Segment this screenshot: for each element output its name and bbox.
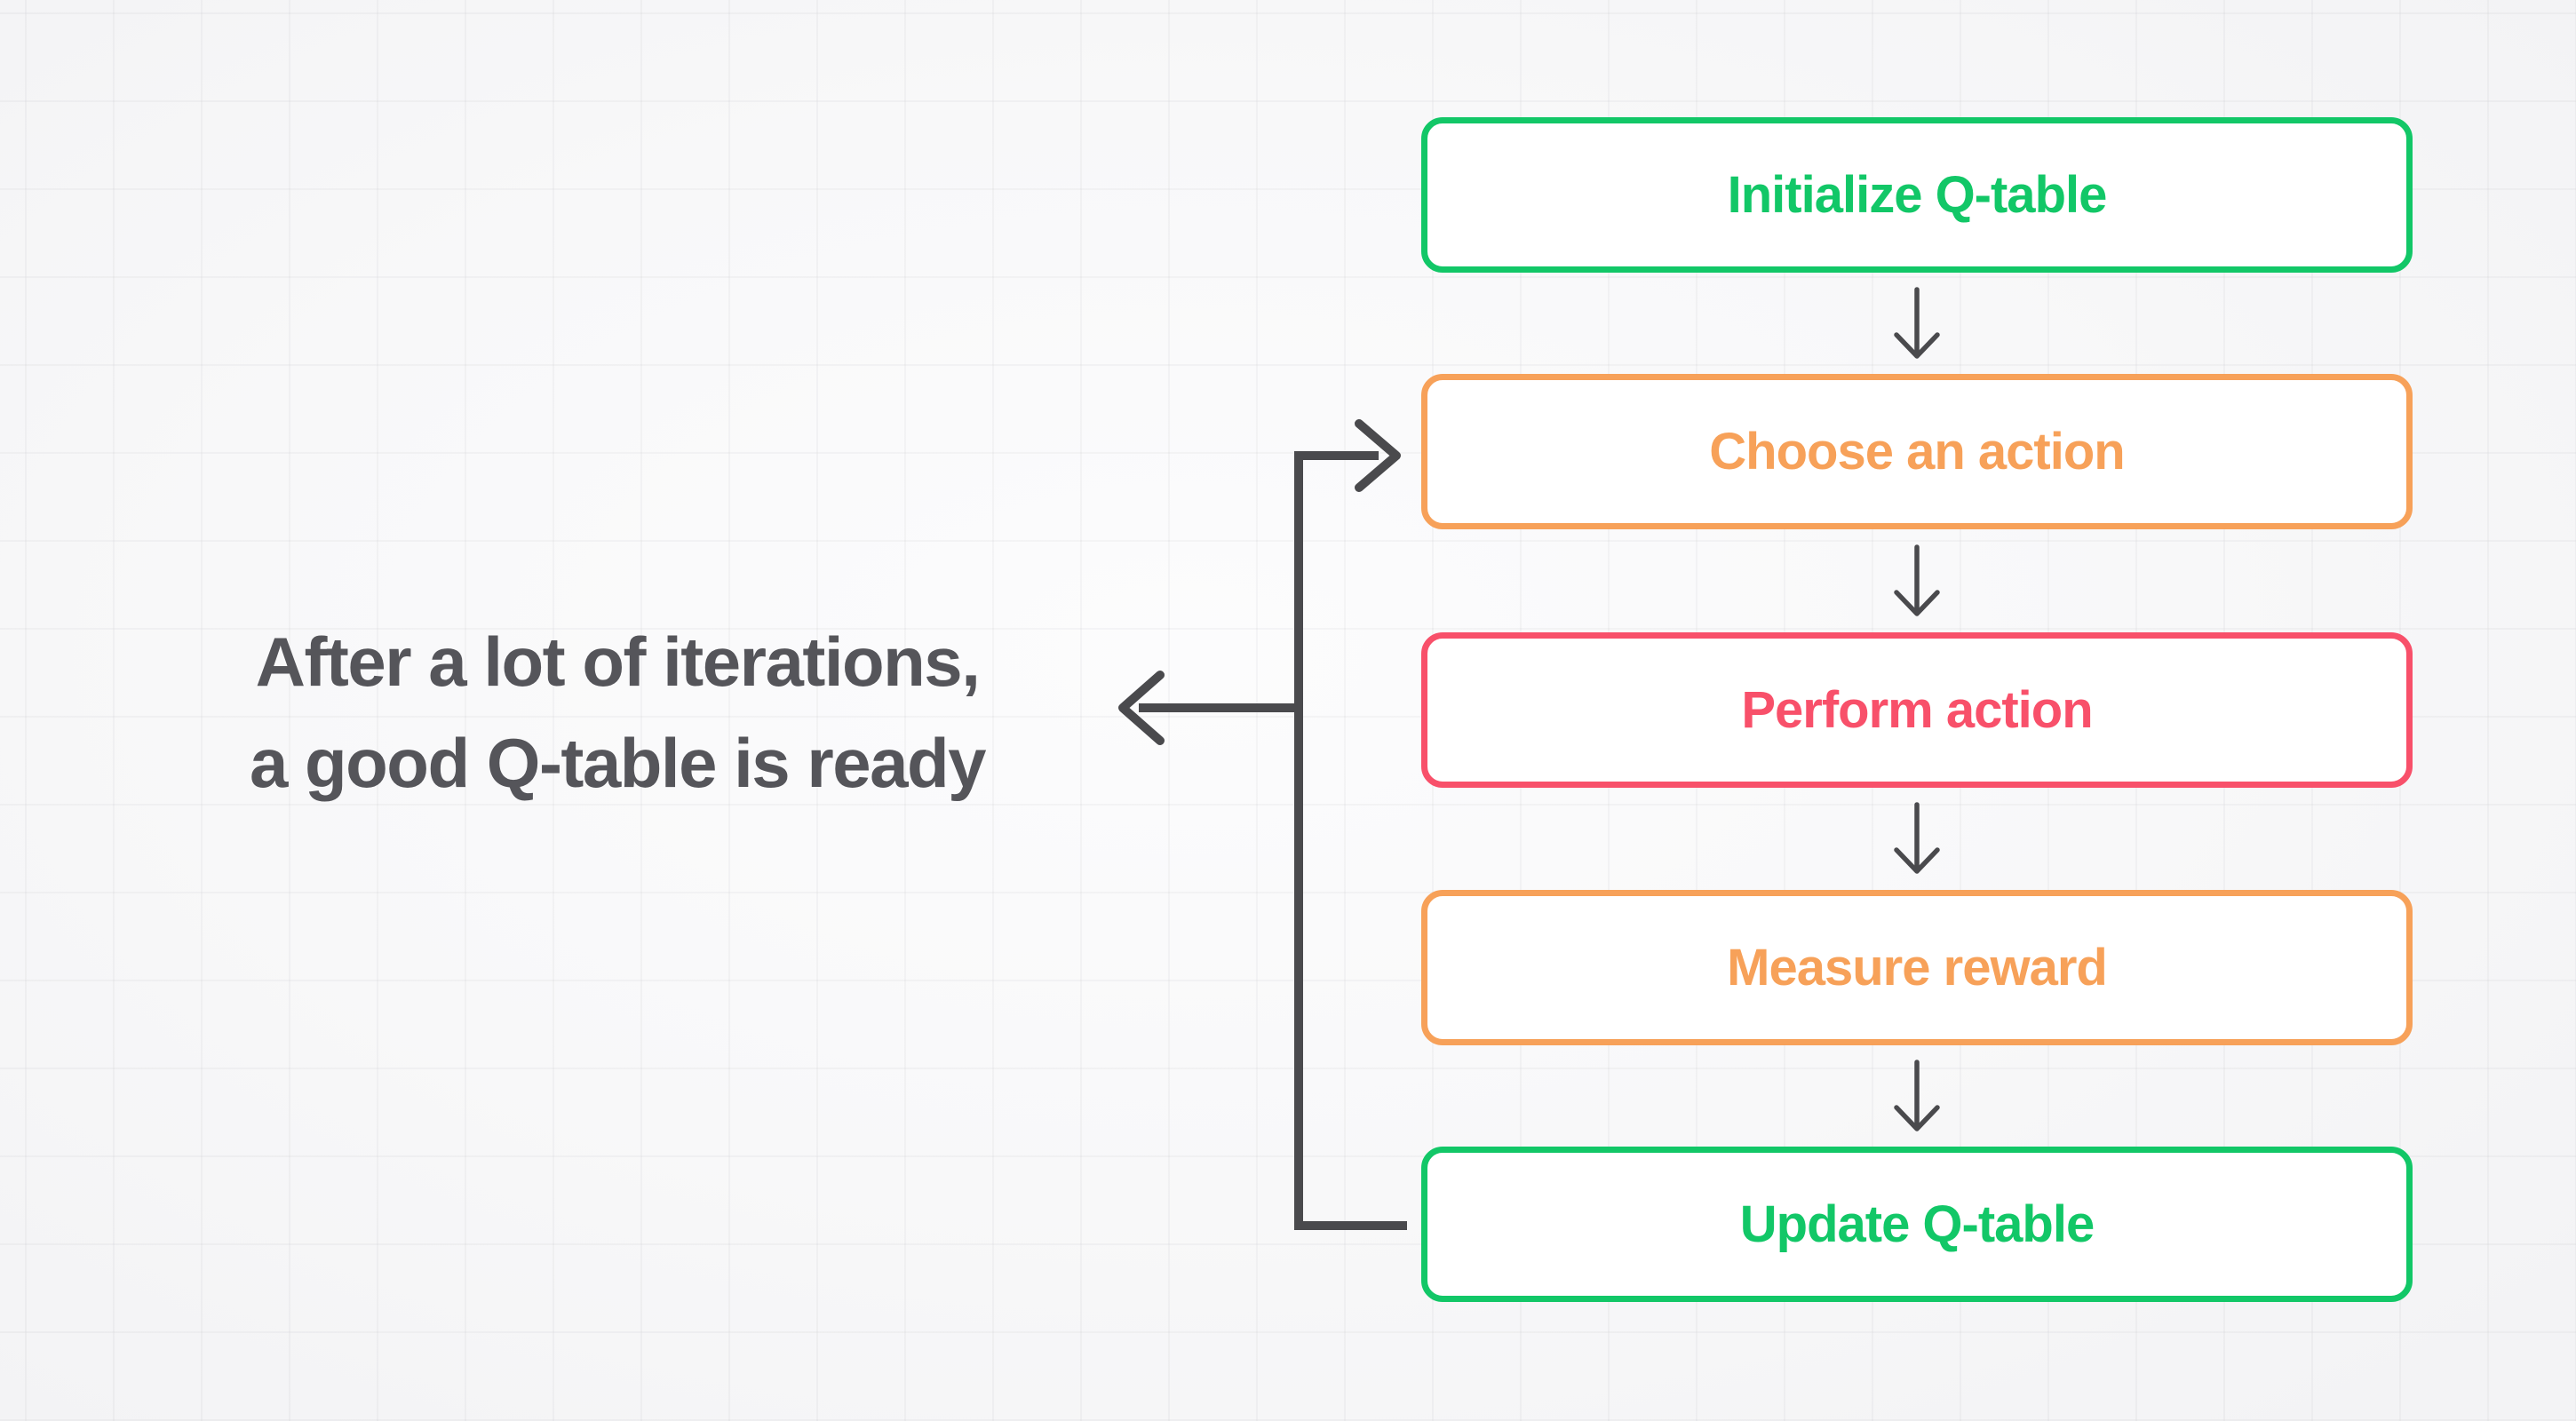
down-arrow-1 [1894,287,1940,359]
down-arrow-2 [1894,544,1940,616]
down-arrow-3 [1894,802,1940,874]
flow-box-perform-action: Perform action [1421,632,2413,788]
flow-box-label: Initialize Q-table [1727,166,2108,224]
flow-box-update-q-table: Update Q-table [1421,1147,2413,1302]
flow-box-label: Update Q-table [1739,1195,2095,1253]
flow-box-initialize-q-table: Initialize Q-table [1421,117,2413,273]
loop-back-arrow [1294,419,1407,1230]
flow-box-label: Perform action [1741,681,2093,739]
flow-box-choose-an-action: Choose an action [1421,374,2413,529]
flow-box-measure-reward: Measure reward [1421,890,2413,1045]
down-arrow-4 [1894,1060,1940,1131]
flow-box-label: Measure reward [1727,939,2108,996]
caption-line-1: After a lot of iterations, [255,623,981,701]
caption-line-2: a good Q-table is ready [249,724,987,802]
flow-box-label: Choose an action [1709,423,2125,480]
caption-text: After a lot of iterations, a good Q-tabl… [80,611,1155,814]
